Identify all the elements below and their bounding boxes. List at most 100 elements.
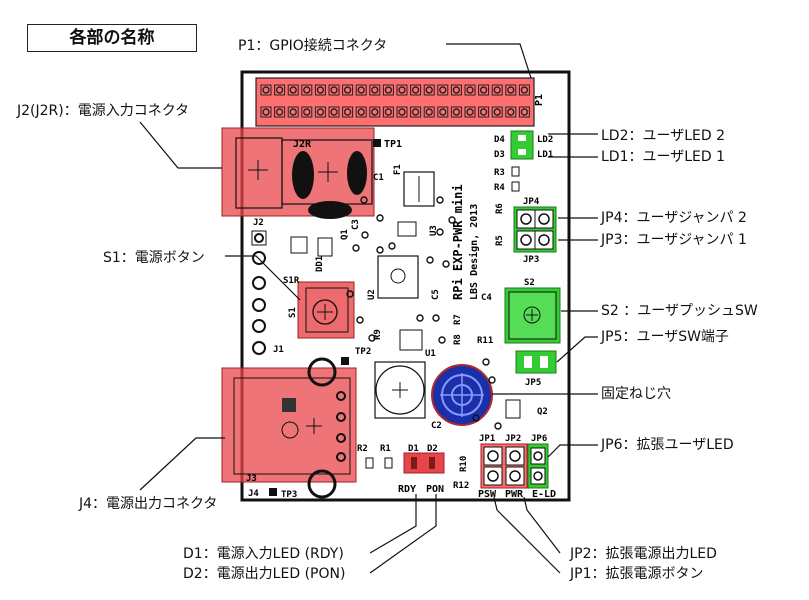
board-name-line1: RPi EXP-PWR mini: [451, 184, 465, 300]
label-ld2: LD2：ユーザLED 2: [601, 128, 725, 144]
p1-pin: [328, 106, 340, 118]
silk-jp3: JP3: [523, 255, 539, 265]
silk-psw: PSW: [478, 489, 497, 500]
via: [356, 316, 364, 324]
p1-pin: [260, 106, 272, 118]
p1-pin-hole: [452, 108, 461, 116]
p1-pin-hole: [493, 108, 501, 116]
jp3-jp4-jumpers: JP4 JP3: [513, 197, 557, 265]
silk-j2: J2: [253, 218, 264, 228]
silk-q2: Q2: [537, 407, 548, 417]
p1-pin-hole: [411, 108, 420, 116]
p1-pin-hole: [439, 86, 447, 94]
j2-j1-pin-column: J2 J1: [251, 218, 284, 355]
p1-pin-hole: [479, 108, 488, 116]
silk-r9: R9: [373, 329, 383, 340]
p1-pin-hole: [439, 108, 447, 116]
silk-s2: S2: [524, 278, 535, 288]
d1-d2-leds: [403, 452, 445, 474]
p1-pin: [423, 106, 435, 118]
p1-pin-hole: [357, 108, 365, 116]
q1-transistor: [317, 237, 333, 257]
via: [388, 242, 396, 250]
silk-tp3: TP3: [281, 490, 297, 500]
p1-pin: [464, 84, 476, 96]
p1-pin: [396, 84, 408, 96]
silk-ld1: LD1: [537, 150, 553, 160]
silk-eld: E-LD: [532, 489, 556, 500]
label-d1: D1：電源入力LED (RDY): [183, 546, 344, 562]
p1-pin: [478, 84, 490, 96]
p1-pin: [260, 84, 272, 96]
silk-c1: C1: [373, 173, 384, 183]
label-jp2: JP2：拡張電源出力LED: [570, 546, 717, 562]
via: [352, 244, 360, 252]
p1-pin: [478, 106, 490, 118]
silk-r11: R11: [477, 336, 493, 346]
p1-pin: [410, 106, 422, 118]
label-ld1: LD1：ユーザLED 1: [601, 149, 725, 165]
silk-jp1: JP1: [479, 434, 495, 444]
label-jp6: JP6：拡張ユーザLED: [601, 437, 734, 453]
p1-pin: [505, 84, 517, 96]
label-s1: S1：電源ボタン: [103, 250, 205, 266]
via: [438, 336, 446, 344]
q2-transistor: [505, 399, 521, 419]
label-jp1: JP1：拡張電源ボタン: [570, 566, 704, 582]
silk-d1: D1: [408, 444, 419, 454]
mount-hole: [431, 364, 493, 426]
p1-pin-hole: [343, 86, 352, 94]
p1-pin: [355, 106, 367, 118]
p1-pin-hole: [520, 86, 529, 94]
via: [436, 196, 444, 204]
silk-c2: C2: [431, 421, 442, 431]
silk-rdy: RDY: [398, 484, 416, 495]
p1-pin-hole: [507, 86, 515, 94]
silk-u1: U1: [425, 349, 436, 359]
p1-pin-hole: [303, 86, 311, 94]
via: [442, 260, 450, 268]
silk-f1: F1: [393, 164, 403, 175]
silk-tp1: TP1: [384, 139, 402, 150]
p1-pin: [518, 106, 530, 118]
silk-d3: D3: [494, 150, 505, 160]
p1-pin-hole: [343, 108, 352, 116]
j4-power-output-connector: J3 J4: [221, 357, 357, 499]
jp5-header: JP5: [515, 350, 557, 388]
silk-r4: R4: [494, 183, 505, 193]
p1-pin: [355, 84, 367, 96]
p1-pin: [328, 84, 340, 96]
label-p1: P1：GPIO接続コネクタ: [238, 38, 388, 54]
silk-r8: R8: [453, 334, 463, 345]
p1-pin: [314, 106, 326, 118]
via: [432, 314, 440, 322]
p1-pin-hole: [289, 86, 297, 94]
silk-j2r: J2R: [293, 139, 312, 150]
silk-p1: P1: [534, 94, 545, 106]
p1-pin: [505, 106, 517, 118]
silk-d4: D4: [494, 135, 505, 145]
silk-r3: R3: [494, 168, 505, 178]
silk-pon: PON: [426, 484, 444, 495]
p1-pin-hole: [262, 108, 270, 116]
p1-pin-hole: [316, 108, 325, 116]
silk-ld2: LD2: [537, 135, 553, 145]
s2-push-switch: S2: [504, 278, 561, 344]
via: [426, 256, 434, 264]
p1-pin: [287, 106, 299, 118]
silk-j4: J4: [248, 489, 259, 499]
p1-pin: [287, 84, 299, 96]
p1-pin: [369, 84, 381, 96]
via: [368, 334, 376, 342]
via: [436, 228, 444, 236]
p1-pin: [450, 106, 462, 118]
label-jp5: JP5：ユーザSW端子: [601, 329, 729, 345]
p1-pin: [369, 106, 381, 118]
via: [488, 376, 496, 384]
p1-pin: [382, 106, 394, 118]
silk-jp5: JP5: [525, 378, 541, 388]
via: [472, 414, 480, 422]
u1-regulator: [399, 329, 423, 351]
ld1-ld2-leds: D4 D3 LD2 LD1: [494, 130, 553, 160]
label-j2: J2(J2R)：電源入力コネクタ: [17, 103, 190, 119]
